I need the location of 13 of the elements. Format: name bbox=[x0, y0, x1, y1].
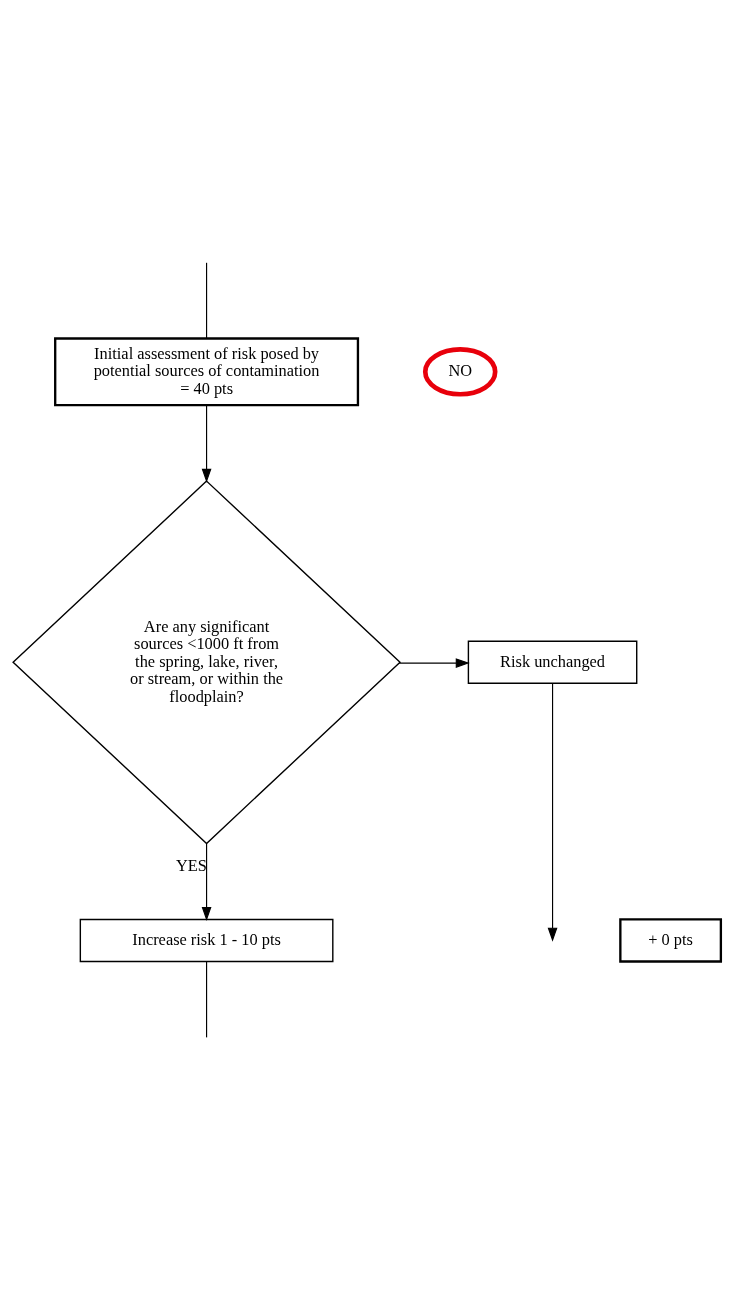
edge-label: YES bbox=[175, 855, 207, 875]
connector bbox=[206, 960, 208, 1038]
node-box: + 0 pts bbox=[619, 917, 723, 963]
node-diamond: Are any significant sources <1000 ft from the spring, lake, river, or stream, or within the floodplain? bbox=[12, 479, 402, 844]
arrow bbox=[398, 657, 470, 668]
arrow bbox=[201, 404, 212, 483]
connector bbox=[206, 261, 208, 339]
node-box: Initial assessment of risk posed by potential sources of contamination = 40 pts bbox=[54, 336, 360, 406]
arrow bbox=[547, 682, 558, 942]
node-box: Risk unchanged bbox=[467, 640, 638, 684]
node-box: Increase risk 1 - 10 pts bbox=[79, 918, 334, 962]
node-ellipse: NO bbox=[422, 346, 498, 397]
arrow bbox=[201, 842, 212, 921]
